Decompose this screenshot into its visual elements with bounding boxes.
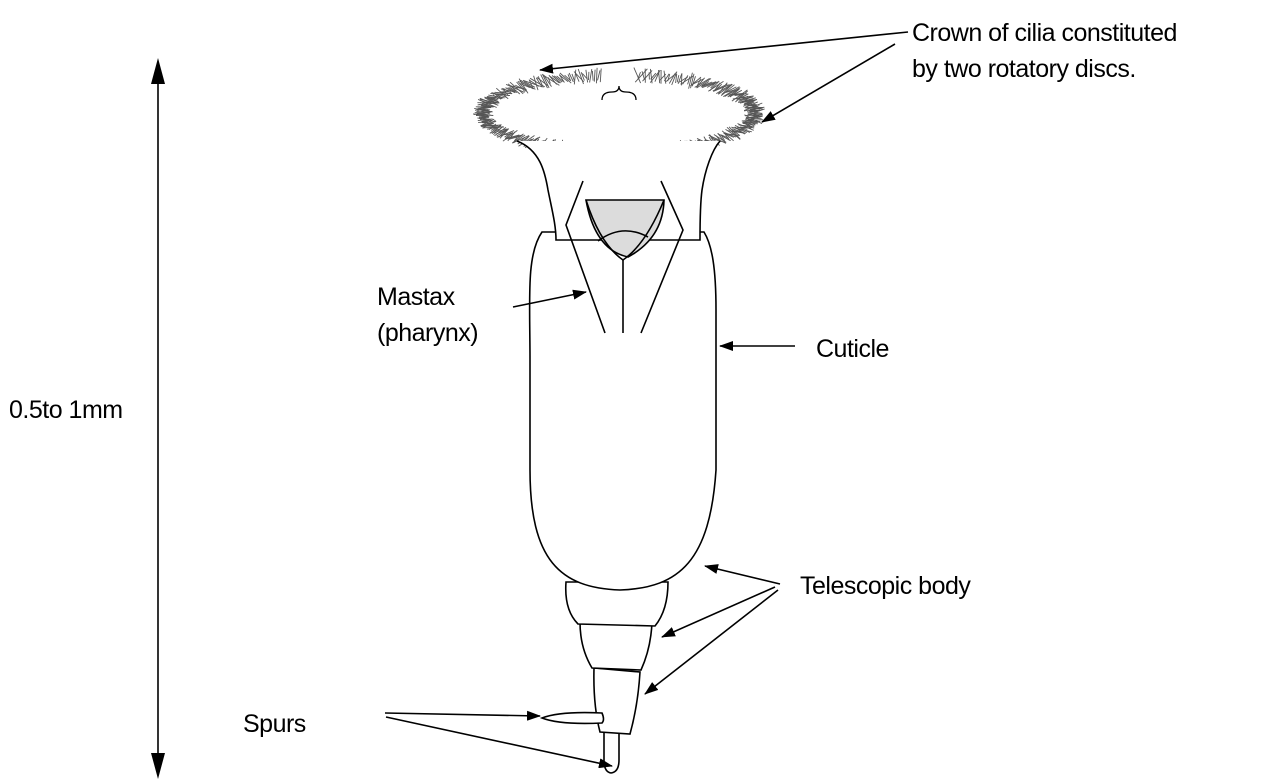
cilium [596, 68, 597, 84]
label-crown-line1: Crown of cilia constituted [912, 19, 1177, 47]
label-crown-line2: by two rotatory discs. [912, 55, 1136, 83]
label-mastax-line2: (pharynx) [377, 319, 478, 347]
size-scale-arrow [151, 58, 165, 779]
cilium [664, 71, 666, 84]
telescopic-arrow-1 [705, 566, 780, 584]
crown-arrow-left [540, 32, 908, 70]
label-mastax-line1: Mastax [377, 283, 456, 311]
telescopic-arrow-2 [662, 587, 775, 637]
cilium [598, 70, 601, 80]
crown-arrow-right [762, 44, 895, 122]
cilium [586, 70, 588, 83]
label-spurs: Spurs [243, 710, 306, 738]
cilium [677, 75, 679, 82]
spurs-arrow-2 [386, 717, 612, 766]
spurs-arrow-1 [385, 713, 540, 716]
cilium [590, 69, 592, 82]
cilium [496, 94, 506, 95]
telescopic-segments [566, 582, 668, 773]
cilium [600, 69, 601, 83]
cilium [592, 71, 593, 81]
cilium [594, 70, 595, 82]
label-size: 0.5to 1mm [9, 396, 123, 424]
label-cuticle: Cuticle [816, 335, 889, 363]
label-telescopic-body: Telescopic body [800, 572, 971, 600]
spurs [542, 713, 604, 724]
